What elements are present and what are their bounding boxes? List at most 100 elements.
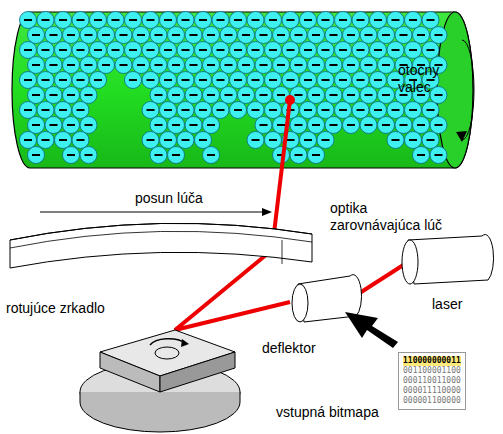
- charge: [422, 132, 439, 149]
- minus-sign: [42, 49, 50, 51]
- charge: [195, 132, 212, 149]
- minus-sign: [304, 109, 312, 111]
- minus-sign: [129, 79, 137, 81]
- minus-sign: [225, 64, 233, 66]
- charge: [395, 27, 412, 44]
- charge: [72, 132, 89, 149]
- minus-sign: [164, 79, 172, 81]
- charge: [177, 12, 194, 29]
- charge: [413, 117, 430, 134]
- minus-sign: [234, 19, 242, 21]
- charge: [378, 57, 395, 74]
- charge: [220, 57, 237, 74]
- charge: [378, 117, 395, 134]
- minus-sign: [312, 34, 320, 36]
- minus-sign: [147, 139, 155, 141]
- minus-sign: [24, 109, 32, 111]
- minus-sign: [260, 34, 268, 36]
- part-label: vstupná bitmapa: [276, 404, 379, 421]
- deflector-end: [292, 284, 308, 322]
- charge: [273, 57, 290, 74]
- minus-sign: [365, 94, 373, 96]
- charge: [230, 102, 247, 119]
- charge: [90, 12, 107, 29]
- charge: [405, 12, 422, 29]
- charge: [378, 87, 395, 104]
- charge: [405, 42, 422, 59]
- charge: [370, 72, 387, 89]
- charge: [265, 12, 282, 29]
- scan-arrow: [40, 212, 262, 213]
- charge: [177, 102, 194, 119]
- minus-sign: [67, 34, 75, 36]
- minus-sign: [85, 154, 93, 156]
- charge: [45, 27, 62, 44]
- minus-sign: [382, 64, 390, 66]
- minus-sign: [312, 124, 320, 126]
- charge: [28, 57, 45, 74]
- minus-sign: [409, 109, 417, 111]
- charge: [28, 117, 45, 134]
- minus-sign: [357, 49, 365, 51]
- minus-sign: [182, 109, 190, 111]
- minus-sign: [312, 154, 320, 156]
- minus-sign: [287, 19, 295, 21]
- charge: [317, 102, 334, 119]
- charge: [203, 57, 220, 74]
- mirror-base: [80, 392, 240, 432]
- charge: [343, 57, 360, 74]
- minus-sign: [269, 19, 277, 21]
- minus-sign: [277, 94, 285, 96]
- minus-sign: [374, 49, 382, 51]
- charge: [195, 72, 212, 89]
- bitmap-box: 1100000000110011000011000001100110000000…: [398, 352, 466, 410]
- charge: [360, 117, 377, 134]
- charge: [255, 117, 272, 134]
- minus-sign: [50, 94, 58, 96]
- charge: [160, 42, 177, 59]
- charge: [177, 132, 194, 149]
- laser-beam: [355, 262, 408, 296]
- charge: [300, 132, 317, 149]
- charge: [325, 117, 342, 134]
- minus-sign: [50, 64, 58, 66]
- charge: [308, 27, 325, 44]
- charge: [115, 57, 132, 74]
- laser-end: [402, 240, 418, 284]
- minus-sign: [374, 109, 382, 111]
- minus-sign: [207, 64, 215, 66]
- minus-sign: [312, 64, 320, 66]
- bitmap-row: 001100001100: [403, 366, 461, 376]
- minus-sign: [409, 19, 417, 21]
- charge: [125, 72, 142, 89]
- charge: [125, 42, 142, 59]
- minus-sign: [172, 64, 180, 66]
- charge: [335, 102, 352, 119]
- data-arrow: [345, 312, 398, 348]
- charge: [55, 132, 72, 149]
- minus-sign: [77, 109, 85, 111]
- charge: [55, 102, 72, 119]
- rotation-arrow: [150, 339, 185, 345]
- charge: [405, 132, 422, 149]
- minus-sign: [190, 34, 198, 36]
- charge: [168, 27, 185, 44]
- charge: [300, 102, 317, 119]
- optic-edge: [282, 240, 283, 264]
- minus-sign: [24, 79, 32, 81]
- charge: [300, 12, 317, 29]
- charge: [282, 42, 299, 59]
- minus-sign: [155, 34, 163, 36]
- charge: [160, 102, 177, 119]
- minus-sign: [155, 64, 163, 66]
- minus-sign: [120, 64, 128, 66]
- minus-sign: [199, 79, 207, 81]
- charge: [247, 132, 264, 149]
- charge: [343, 27, 360, 44]
- minus-sign: [207, 154, 215, 156]
- charge: [378, 27, 395, 44]
- charge: [352, 72, 369, 89]
- laser-beam: [175, 100, 290, 330]
- minus-sign: [295, 34, 303, 36]
